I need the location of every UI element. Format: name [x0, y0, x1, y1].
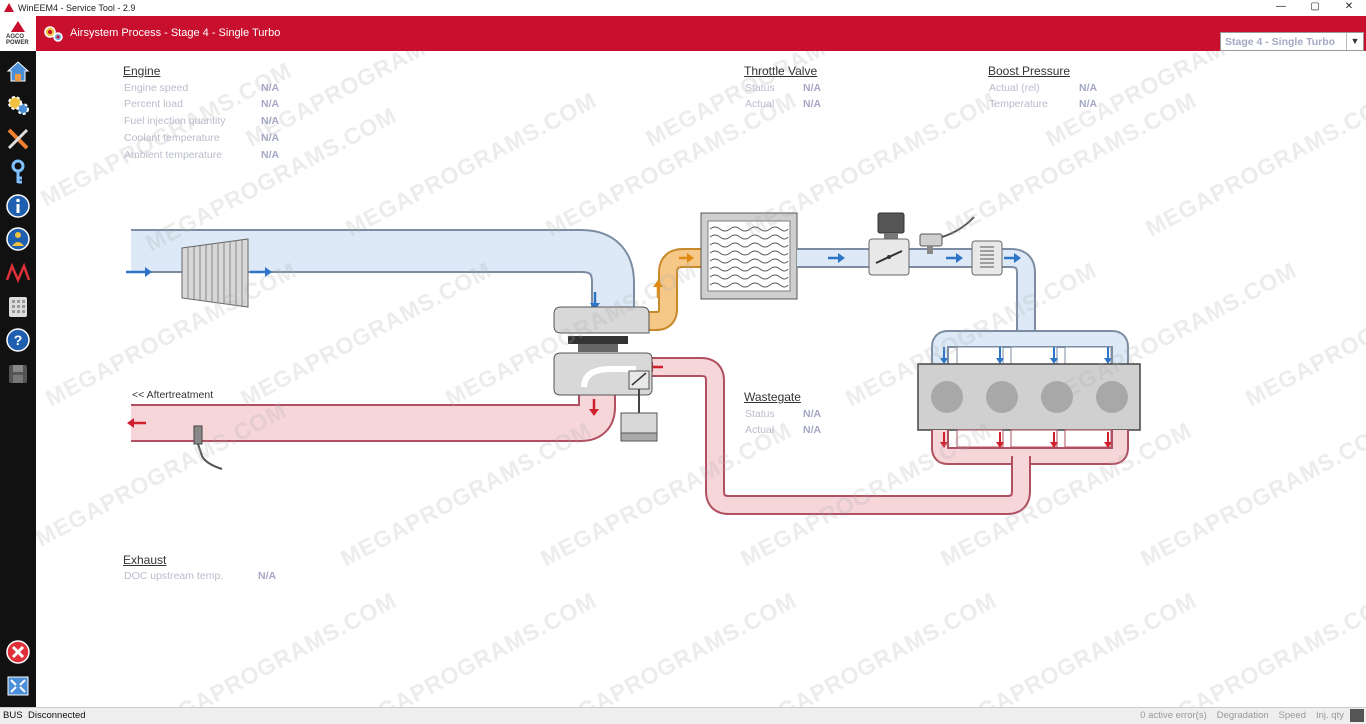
coolant-temperature-label: Coolant temperature — [124, 132, 220, 144]
flow-arrow-head — [956, 253, 963, 263]
doc-upstream-temp-value: N/A — [258, 570, 277, 582]
wastegate-actuator — [620, 370, 658, 442]
chevron-down-icon[interactable]: ▼ — [1346, 33, 1363, 50]
charge-pipe — [648, 248, 704, 331]
ambient-temperature-value: N/A — [261, 149, 280, 161]
flow-arrow-head — [589, 409, 599, 416]
flow-arrow-head — [653, 280, 663, 287]
grid-icon[interactable] — [5, 294, 31, 320]
app-logo-icon — [4, 3, 14, 12]
flow-arrow-head — [838, 253, 845, 263]
throttle-valve — [868, 212, 910, 276]
stage-select-value: Stage 4 - Single Turbo — [1225, 36, 1336, 48]
tools-icon[interactable] — [5, 126, 31, 152]
flow-arrow-head — [127, 418, 134, 428]
connection-status: Disconnected — [28, 710, 86, 721]
engine-title: Engine — [123, 64, 161, 78]
window-title: WinEEM4 - Service Tool - 2.9 — [18, 3, 136, 13]
intercooler — [700, 212, 798, 300]
exhaust-temperature-sensor — [193, 425, 223, 470]
percent-load-value: N/A — [261, 98, 280, 110]
degradation-indicator: Degradation — [1216, 710, 1269, 721]
fullscreen-icon[interactable] — [5, 673, 31, 699]
window-controls: — ▢ ✕ — [1264, 0, 1366, 16]
close-window-button[interactable]: ✕ — [1344, 1, 1354, 12]
boost-temperature-label: Temperature — [989, 98, 1048, 110]
engine-speed-value: N/A — [261, 82, 280, 94]
active-errors-count[interactable]: 0 active error(s) — [1140, 710, 1207, 721]
exhaust-title: Exhaust — [123, 553, 167, 567]
key-icon[interactable] — [5, 159, 31, 185]
exhaust-pipe — [131, 391, 616, 442]
wastegate-actual-value: N/A — [803, 424, 822, 436]
gear-icon[interactable] — [5, 92, 31, 118]
ambient-temperature-label: Ambient temperature — [124, 149, 223, 161]
maximize-button[interactable]: ▢ — [1310, 1, 1320, 12]
air-filter — [181, 238, 249, 308]
intake-manifold — [931, 330, 1129, 365]
coolant-temperature-value: N/A — [261, 132, 280, 144]
doc-upstream-temp-label: DOC upstream temp. — [124, 570, 224, 582]
boost-pressure-sensor — [919, 216, 975, 254]
airsystem-diagram — [126, 212, 1141, 515]
wastegate-status-label: Status — [745, 408, 775, 420]
minimize-button[interactable]: — — [1276, 1, 1286, 12]
close-icon[interactable] — [5, 639, 31, 665]
flow-arrow-head — [145, 267, 152, 277]
signal-wave-icon[interactable] — [5, 260, 31, 286]
window-titlebar: WinEEM4 - Service Tool - 2.9 — ▢ ✕ — [0, 0, 1366, 16]
throttle-actual-label: Actual — [745, 98, 775, 110]
throttle-status-value: N/A — [803, 82, 822, 94]
brand-logo: AGCO POWER — [0, 16, 36, 51]
boost-temperature-sensor — [971, 240, 1003, 276]
home-icon[interactable] — [5, 58, 31, 84]
wastegate-title: Wastegate — [744, 390, 801, 404]
svg-text:?: ? — [14, 332, 23, 348]
speed-indicator: Speed — [1278, 710, 1306, 721]
status-indicators: 0 active error(s) Degradation Speed Inj.… — [1140, 710, 1344, 721]
injection-quantity-indicator: Inj. qty — [1316, 710, 1344, 721]
throttle-actual-value: N/A — [803, 98, 822, 110]
boost-temperature-value: N/A — [1079, 98, 1098, 110]
throttle-status-label: Status — [745, 82, 775, 94]
help-icon[interactable]: ? — [5, 327, 31, 353]
boost-actual-value: N/A — [1079, 82, 1098, 94]
fuel-injection-label: Fuel injection quantity — [124, 115, 226, 127]
info-person-icon[interactable] — [5, 226, 31, 252]
save-icon[interactable] — [5, 361, 31, 387]
bus-label: BUS — [3, 710, 23, 721]
percent-load-label: Percent load — [124, 98, 183, 110]
info-icon[interactable] — [5, 193, 31, 219]
sidebar: ? — [0, 51, 36, 707]
stage-select[interactable]: Stage 4 - Single Turbo ▼ — [1220, 32, 1364, 51]
turbocharger — [553, 306, 653, 396]
boost-title: Boost Pressure — [988, 64, 1071, 78]
throttle-title: Throttle Valve — [744, 64, 818, 78]
engine-speed-label: Engine speed — [124, 82, 189, 94]
brand-triangle-icon — [11, 21, 25, 32]
status-graph-icon — [1350, 709, 1364, 722]
intake-pipe — [131, 229, 635, 307]
wastegate-actual-label: Actual — [745, 424, 775, 436]
fuel-injection-value: N/A — [261, 115, 280, 127]
status-bar: BUS Disconnected 0 active error(s) Degra… — [0, 707, 1366, 724]
wastegate-status-value: N/A — [803, 408, 822, 420]
gears-icon — [44, 26, 63, 42]
aftertreatment-label: << Aftertreatment — [132, 389, 214, 401]
app-header: AGCO POWER Airsystem Process - Stage 4 -… — [0, 16, 1366, 51]
engine-block — [917, 363, 1141, 431]
boost-actual-label: Actual (rel) — [989, 82, 1040, 94]
brand-name: AGCO POWER — [6, 34, 29, 46]
main-content: MEGAPROGRAMS.COM MEGAPROGRAMS.COM MEGAPR… — [36, 51, 1366, 707]
exhaust-return-pipe — [648, 357, 1129, 515]
flow-arrow-head — [687, 253, 694, 263]
page-title: Airsystem Process - Stage 4 - Single Tur… — [70, 27, 281, 39]
flow-arrow-head — [1014, 253, 1021, 263]
flow-arrow-head — [265, 267, 272, 277]
